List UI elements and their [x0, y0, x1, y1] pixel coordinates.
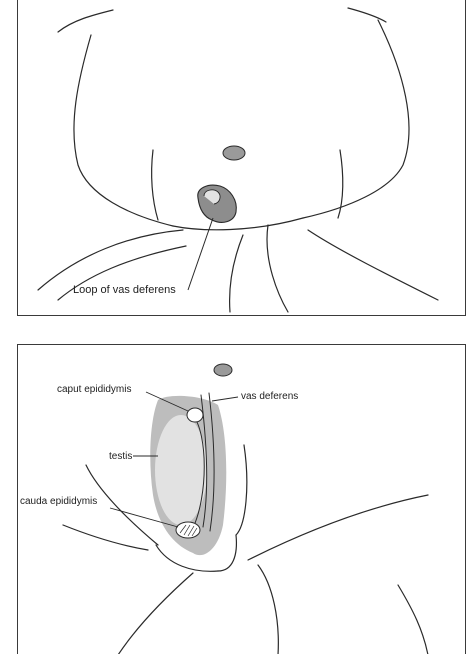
- scrotum-outline: [218, 535, 236, 571]
- abdomen-curve: [173, 218, 303, 230]
- vas-deferens-label: vas deferens: [241, 391, 298, 403]
- navel-mark: [223, 146, 245, 160]
- bottom-illustration-panel: caput epididymis vas deferens testis cau…: [17, 344, 466, 654]
- center-leg-line: [230, 235, 243, 312]
- right-thigh-outline: [303, 20, 409, 218]
- loop-of-vas-deferens-label: Loop of vas deferens: [73, 284, 176, 296]
- testis-label: testis: [109, 451, 132, 463]
- left-leg-line-1: [38, 230, 183, 290]
- caput-epididymis-label: caput epididymis: [57, 384, 131, 396]
- far-right-leg: [398, 585, 428, 654]
- cauda-epididymis-label: cauda epididymis: [20, 496, 97, 508]
- right-leg-line-2: [308, 230, 438, 300]
- right-leg-line-1: [267, 225, 288, 312]
- left-thigh-outline: [74, 35, 173, 226]
- left-body-line: [63, 525, 148, 550]
- right-leg: [258, 565, 278, 654]
- back-curve-left: [58, 10, 113, 32]
- right-outline: [236, 445, 247, 535]
- back-curve-right: [348, 8, 386, 22]
- incision-site: [198, 185, 237, 222]
- top-illustration: [18, 0, 466, 316]
- vas-leader-line: [212, 397, 238, 401]
- left-leg: [118, 573, 193, 654]
- right-body-line: [248, 495, 428, 560]
- navel-mark: [214, 364, 232, 376]
- caput-epididymis-shape: [187, 408, 203, 422]
- top-illustration-panel: Loop of vas deferens: [17, 0, 466, 316]
- left-crease: [152, 150, 158, 220]
